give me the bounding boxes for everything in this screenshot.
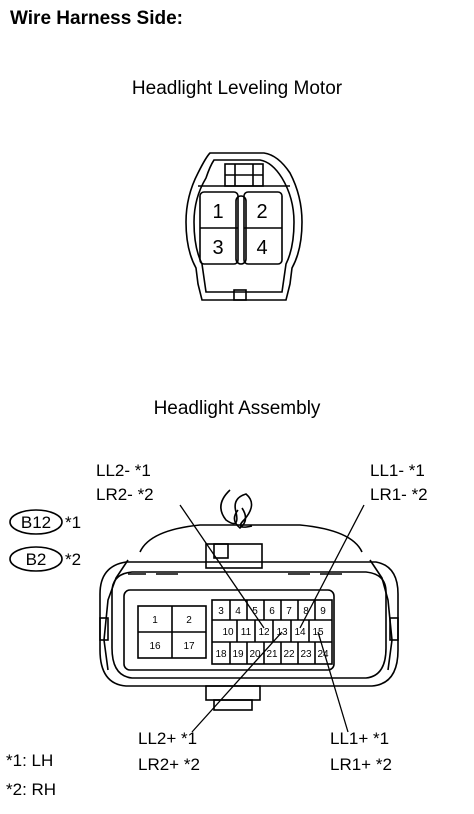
callout-ll1-plus: LL1+ *1 — [330, 729, 389, 748]
motor-pin: 4 — [256, 237, 267, 259]
leader-ll2-minus — [179, 504, 265, 629]
assembly-pin: 15 — [312, 627, 324, 638]
badge-code: B12 — [21, 513, 51, 532]
assembly-pin: 10 — [222, 627, 234, 638]
assembly-pin: 23 — [300, 649, 312, 660]
badge-note: *2 — [65, 550, 81, 569]
assembly-pin: 4 — [235, 606, 241, 617]
badge-b2-outline — [9, 546, 63, 572]
leveling-motor-connector — [185, 152, 303, 301]
assembly-pin: 9 — [320, 606, 326, 617]
callout-lr1-plus: LR1+ *2 — [330, 755, 392, 774]
leader-ll2-plus — [191, 631, 283, 733]
callout-lr2-plus: LR2+ *2 — [138, 755, 200, 774]
badge-code: B2 — [26, 550, 47, 569]
callout-ll2-plus: LL2+ *1 — [138, 729, 197, 748]
motor-pin: 2 — [256, 201, 267, 223]
leader-ll1-minus — [299, 504, 365, 629]
assembly-pin: 19 — [232, 649, 244, 660]
callout-ll2-minus: LL2- *1 — [96, 461, 151, 480]
callout-lr1-minus: LR1- *2 — [370, 485, 428, 504]
assembly-pin: 7 — [286, 606, 292, 617]
page-heading: Wire Harness Side: — [10, 8, 184, 29]
assembly-pin: 24 — [317, 649, 329, 660]
assembly-pin: 11 — [241, 627, 252, 638]
badge-b12-outline — [9, 509, 63, 535]
assembly-pin: 3 — [218, 606, 224, 617]
legend-rh: *2: RH — [6, 780, 56, 799]
assembly-pin: 5 — [252, 606, 258, 617]
callout-lr2-minus: LR2- *2 — [96, 485, 154, 504]
motor-pin: 1 — [212, 201, 223, 223]
assembly-pin: 2 — [186, 615, 192, 626]
motor-pin: 3 — [212, 237, 223, 259]
assembly-pin: 21 — [266, 649, 278, 660]
leader-ll1-plus — [317, 631, 349, 733]
assembly-pin: 22 — [283, 649, 295, 660]
callout-ll1-minus: LL1- *1 — [370, 461, 425, 480]
motor-connector-title: Headlight Leveling Motor — [131, 78, 343, 99]
assembly-pin: 14 — [294, 627, 306, 638]
assembly-pin: 17 — [183, 641, 195, 652]
assembly-pin: 18 — [215, 649, 227, 660]
assembly-pin: 20 — [249, 649, 261, 660]
assembly-pin: 1 — [152, 615, 158, 626]
badge-note: *1 — [65, 513, 81, 532]
headlight-assembly-connector — [99, 489, 399, 711]
assembly-connector-title: Headlight Assembly — [153, 398, 321, 419]
legend-lh: *1: LH — [6, 751, 53, 770]
assembly-pin: 16 — [149, 641, 161, 652]
assembly-pin: 8 — [303, 606, 309, 617]
assembly-pin: 12 — [258, 627, 270, 638]
assembly-pin: 6 — [269, 606, 275, 617]
assembly-pin: 13 — [276, 627, 288, 638]
